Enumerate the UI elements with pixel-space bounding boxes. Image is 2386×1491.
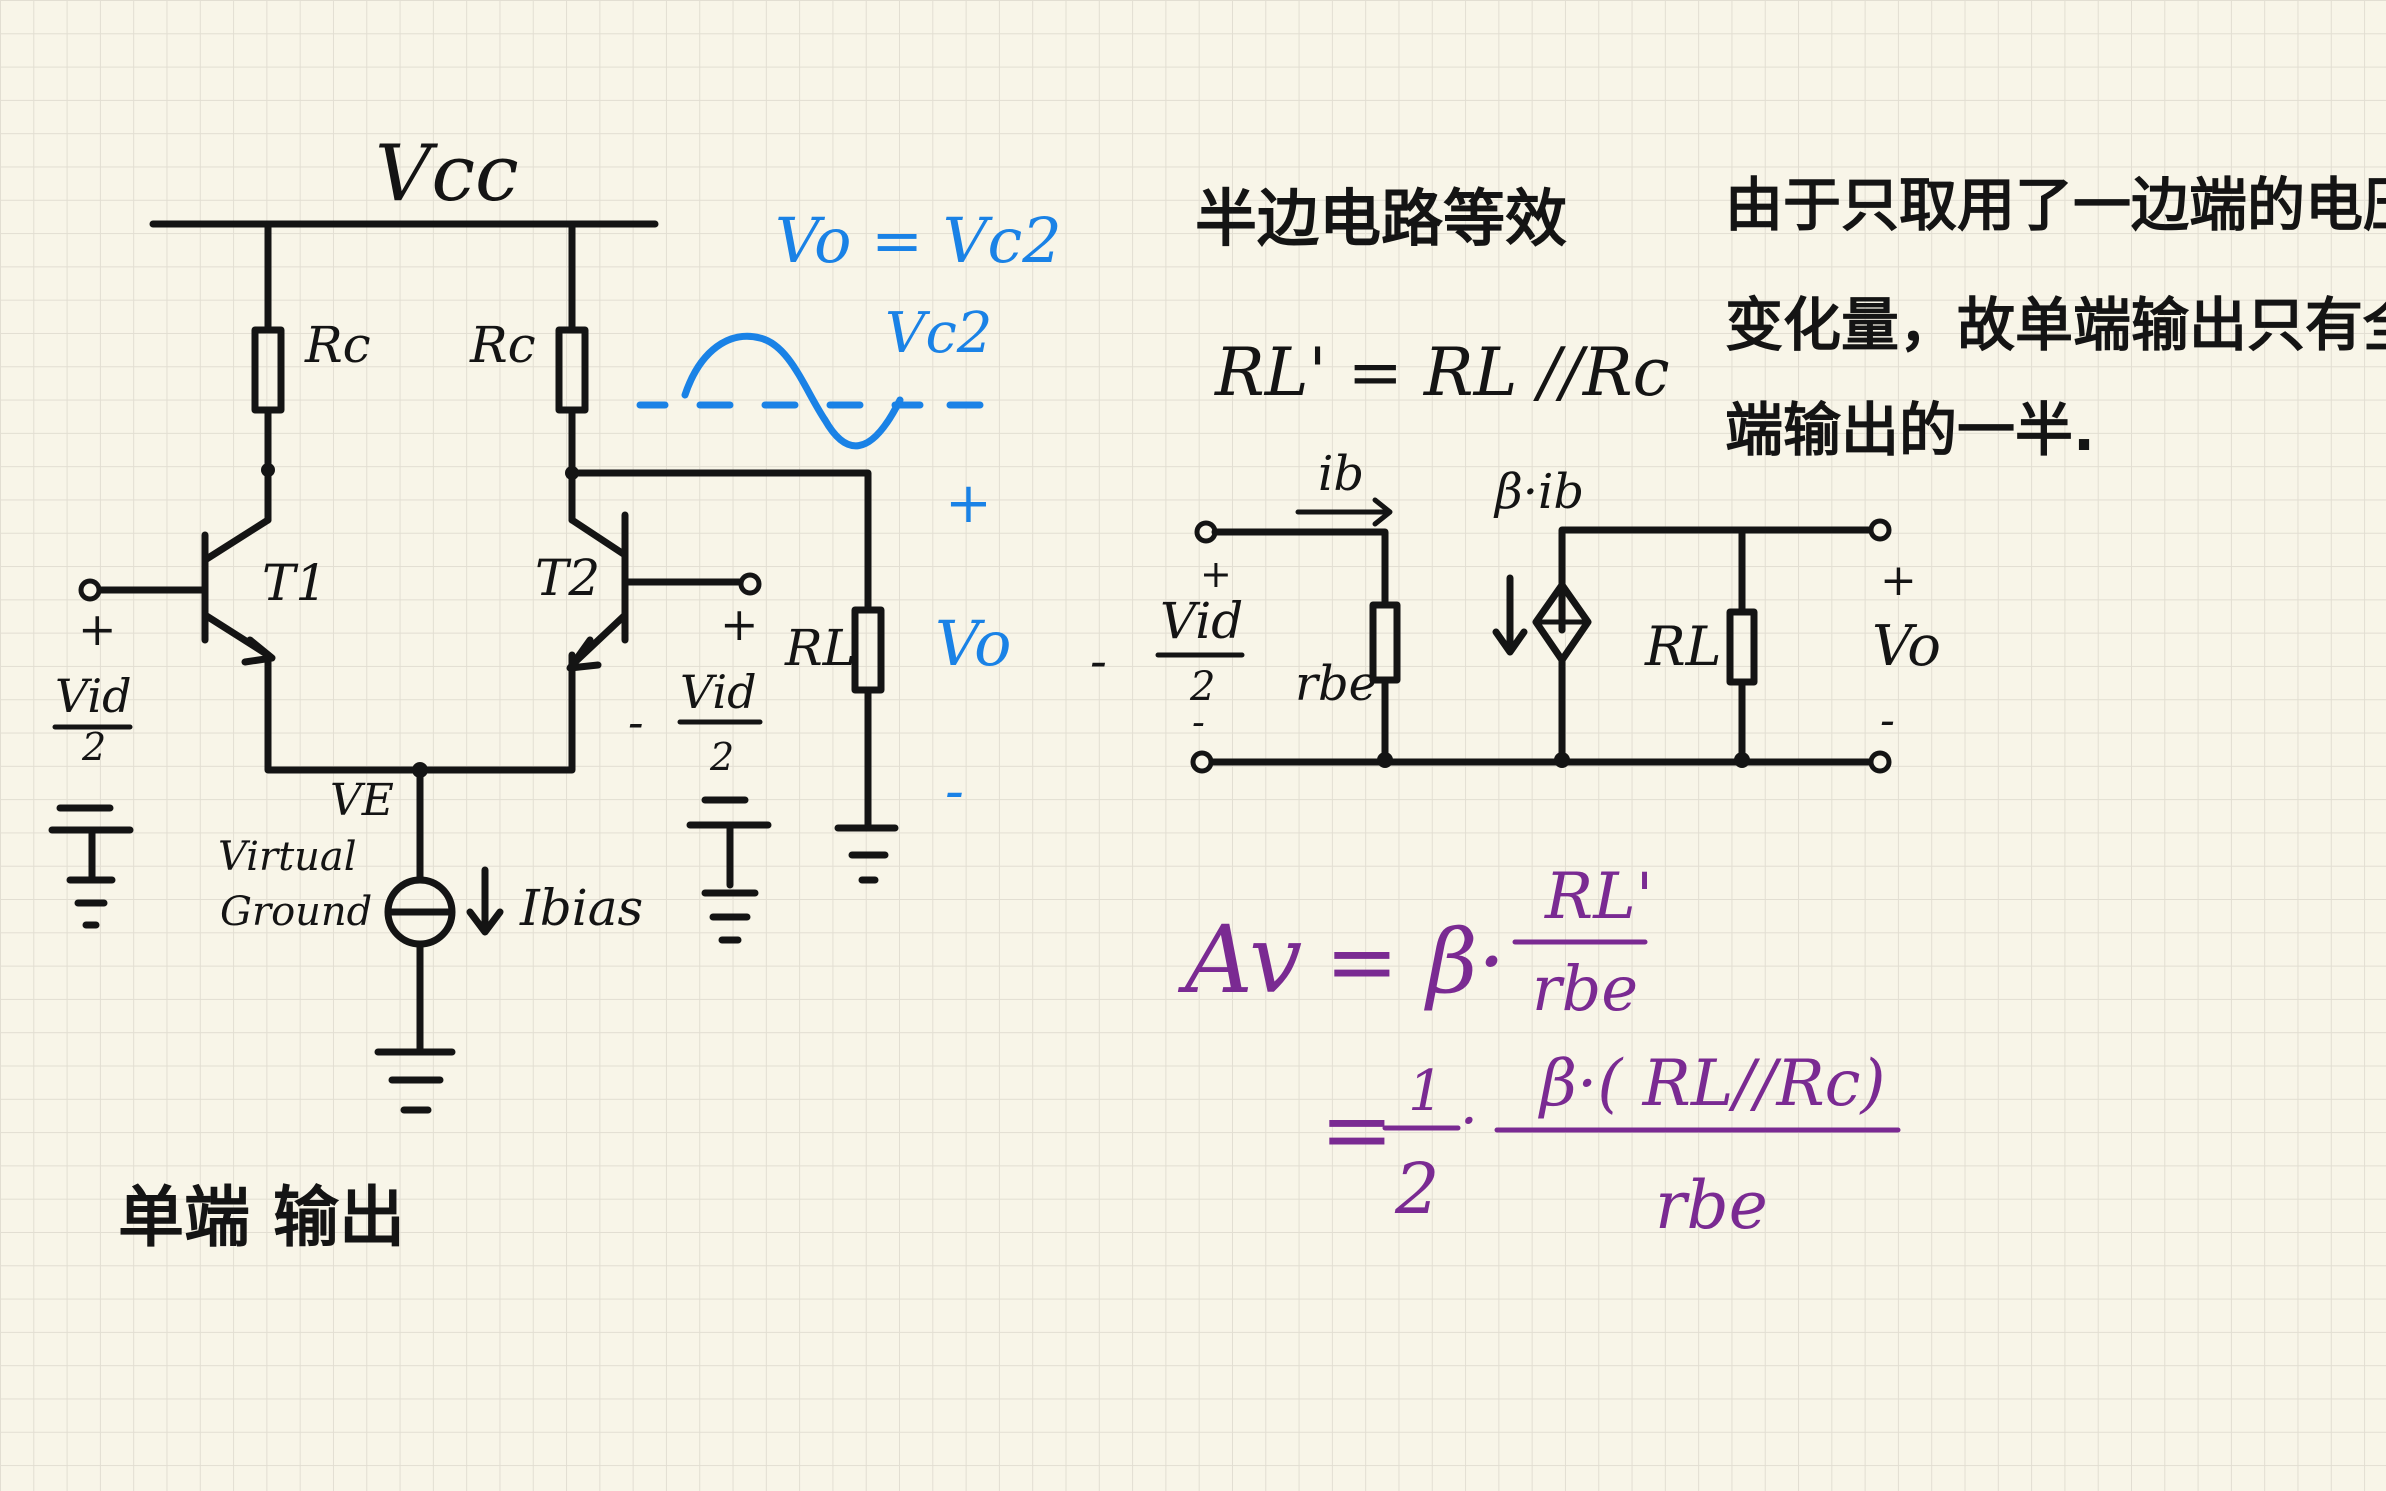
vc2-label: Vc2 [885,301,992,366]
vo-minus: - [945,759,964,824]
rc-right-label: Rc [469,316,536,374]
input-minus-bottom: - [1192,700,1205,744]
rbe-label: rbe [1295,656,1377,712]
vo-label: Vo [935,607,1011,680]
virtual-label-2: Ground [220,889,372,935]
rl-prime-bottom-node [1734,752,1750,768]
gain-den2: rbe [1655,1167,1768,1244]
t2-label: T2 [535,549,600,607]
rl-label: RL [784,619,856,677]
output-top-terminal [1868,518,1892,542]
dependent-source-arrow [1492,574,1528,656]
rbe-bottom-node [1377,752,1393,768]
rc-right-resistor [555,326,589,414]
single-ended-title: 单端 输出 [118,1179,405,1256]
transistor-t2 [566,511,749,672]
source-top-wire [1558,526,1884,634]
vo-equals-vc2: Vo = Vc2 [775,204,1062,277]
ibias-arrow [466,866,504,936]
av-label: Av [1177,906,1302,1015]
input-vid-den: 2 [1189,664,1215,710]
vo-plus: + [945,471,992,536]
half-circuit-equivalent: 半边电路等效 RL' = RL //Rc + Vid 2 - - ib rbe … [1090,182,1941,774]
gain-dot: · [1460,1089,1478,1154]
differential-amplifier-schematic: Vcc Rc T1 + Vid 2 Rc [48,129,899,1256]
sine-waveform [681,332,904,450]
input-top-wire [1211,528,1389,764]
gain-den1: rbe [1532,952,1638,1025]
left-emitter-wire [264,651,576,774]
half-circuit-title: 半边电路等效 [1195,182,1567,255]
t1-vid-num: Vid [55,669,132,723]
ib-arrow [1295,497,1393,527]
output-minus: - [1880,695,1895,746]
output-bottom-terminal [1868,750,1892,774]
input-minus-left: - [1090,632,1107,690]
t2-minus: - [628,695,644,749]
gain-formula: Av = β· RL' rbe = 1 2 · β·( RL//Rc) rbe [1177,860,1901,1244]
output-vo-label: Vo [1872,614,1941,679]
explanation-note: 由于只取用了一边端的电压 变化量，故单端输出只有全 端输出的一半. [1725,171,2386,464]
rc-left-label: Rc [304,316,371,374]
t1-plus: + [78,602,117,656]
t1-base-terminal [78,578,102,602]
gain-eq1: = β· [1325,910,1506,1013]
source-bottom-node [1554,752,1570,768]
note-line-1: 由于只取用了一边端的电压 [1725,171,2386,239]
t2-vid-num: Vid [680,665,757,719]
left-source-symbol [48,804,134,929]
left-collector-node [261,463,275,477]
ibias-label: Ibias [519,879,643,937]
virtual-label-1: Virtual [218,834,357,880]
rc-left-resistor [251,326,285,414]
note-line-2: 变化量，故单端输出只有全 [1725,291,2386,359]
gain-half-num: 1 [1408,1059,1444,1124]
gain-num2: β·( RL//Rc) [1538,1047,1885,1121]
output-waveform-annotation: Vo = Vc2 Vc2 + Vo - [636,204,1062,824]
t2-vid-den: 2 [709,735,734,779]
input-plus: + [1200,552,1232,596]
rbe-resistor [1369,601,1401,684]
ve-label: VE [330,775,394,826]
output-wire [568,469,872,829]
ib-label: ib [1318,446,1364,502]
rl-ground-symbol [834,824,899,884]
gain-num1: RL' [1544,860,1653,934]
gain-eq2: = [1320,1078,1394,1181]
t1-vid-den: 2 [81,725,106,769]
rl-prime-resistor [1726,608,1758,686]
rl-prime-equation: RL' = RL //Rc [1214,334,1670,411]
right-source-symbol [686,796,772,944]
beta-ib-label: β·ib [1493,464,1584,520]
rl-resistor [851,606,885,694]
t2-base-terminal [738,572,762,596]
current-source-circle [384,876,456,948]
tail-ground-symbol [374,1048,456,1114]
transistor-t1 [88,516,276,666]
rl-prime-label: RL' [1644,615,1736,678]
output-plus: + [1880,555,1917,606]
t1-label: T1 [262,554,327,612]
note-line-3: 端输出的一半. [1725,396,2095,464]
gain-half-den: 2 [1394,1148,1440,1230]
input-bottom-terminal [1190,750,1214,774]
t2-plus: + [720,597,759,651]
vcc-label: Vcc [375,129,519,219]
input-vid-num: Vid [1160,592,1243,650]
